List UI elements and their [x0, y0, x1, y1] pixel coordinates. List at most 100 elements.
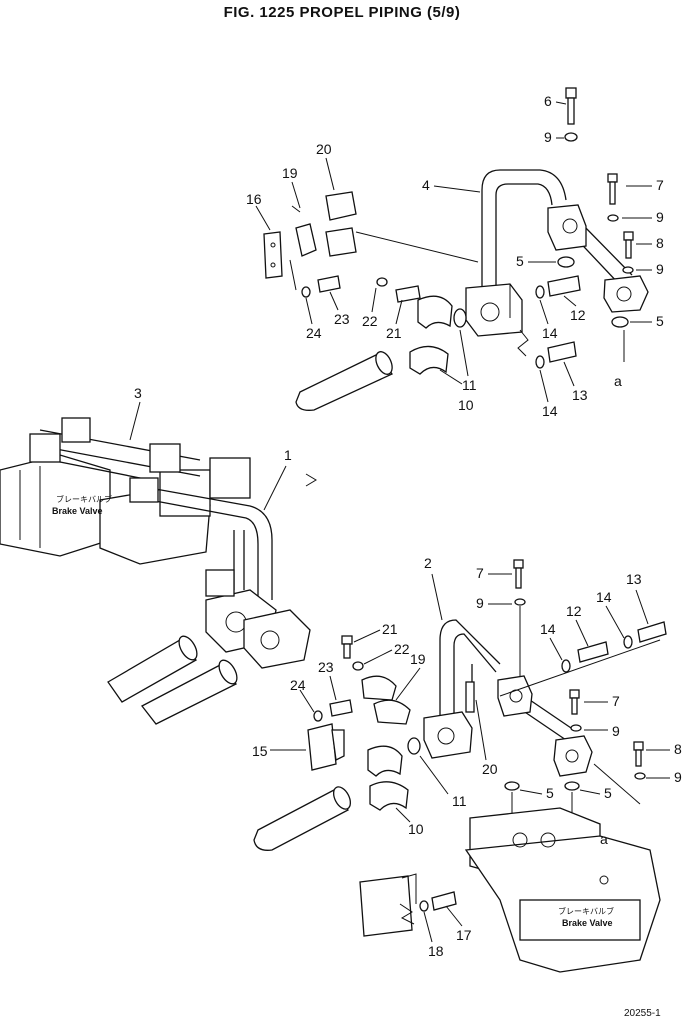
svg-text:5: 5 [656, 313, 664, 329]
point-a-top: a [614, 373, 622, 389]
svg-text:5: 5 [516, 253, 524, 269]
svg-text:22: 22 [362, 313, 378, 329]
bracket-20-bottom [465, 681, 487, 761]
svg-text:19: 19 [282, 165, 298, 181]
svg-text:6: 6 [544, 93, 552, 109]
bolt-7-bottom-a [513, 559, 524, 589]
washer-18 [419, 900, 429, 912]
bolt-8-top [623, 231, 634, 259]
svg-text:20: 20 [482, 761, 498, 777]
bolt-7-top [607, 173, 618, 205]
svg-text:14: 14 [596, 589, 612, 605]
svg-text:5: 5 [604, 785, 612, 801]
flange-end-right [603, 275, 649, 313]
brake-valve-label-jp-left: ブレーキバルブ [56, 494, 112, 504]
svg-text:21: 21 [382, 621, 398, 637]
bracket-bottom-left [359, 873, 417, 937]
washer-9-bottom-a [514, 598, 526, 606]
bracket-16 [263, 231, 283, 279]
washer-9-top-a [607, 214, 619, 222]
svg-text:15: 15 [252, 743, 268, 759]
split-flange-10-top [409, 295, 453, 375]
clamp-19-bottom [361, 675, 411, 725]
svg-text:14: 14 [542, 403, 558, 419]
figure-code: 20255-1 [624, 1008, 661, 1019]
washer-9-bottom-c [634, 772, 646, 780]
svg-text:4: 4 [422, 177, 430, 193]
clamp-20-top [325, 191, 479, 263]
oring-5-bottom-b [564, 781, 580, 791]
washer-14-top-b [535, 355, 545, 369]
svg-text:8: 8 [656, 235, 664, 251]
bolt-21-top [395, 285, 421, 303]
bolt-6 [565, 87, 577, 125]
bolt-7-bottom-b [569, 689, 580, 715]
flange-4 [465, 283, 523, 337]
washer-24-bottom [313, 710, 323, 722]
svg-text:19: 19 [410, 651, 426, 667]
flange-end-bottom [553, 735, 593, 777]
svg-text:3: 3 [134, 385, 142, 401]
svg-text:17: 17 [456, 927, 472, 943]
svg-text:9: 9 [476, 595, 484, 611]
bolt-13-top [547, 341, 577, 363]
bolt-12-top [547, 275, 581, 297]
washer-14-bottom-a [561, 659, 571, 673]
oring-5-bottom-a [504, 781, 520, 791]
brake-valve-label-jp-bottom: ブレーキバルブ [558, 906, 614, 916]
brake-valve-left [0, 454, 251, 565]
svg-text:11: 11 [462, 377, 477, 393]
washer-9-top-b [622, 266, 634, 274]
washer-24-top [301, 286, 311, 298]
washer-9-bottom-b [570, 724, 582, 732]
svg-text:12: 12 [566, 603, 582, 619]
svg-text:14: 14 [540, 621, 556, 637]
svg-text:14: 14 [542, 325, 558, 341]
bolt-23-bottom [329, 699, 353, 717]
oring-5-top-a [557, 256, 575, 268]
split-flange-10-bottom [367, 745, 409, 811]
bracket-19-top [289, 205, 317, 291]
svg-text:7: 7 [656, 177, 664, 193]
bolt-12-bottom [577, 641, 609, 663]
svg-text:21: 21 [386, 325, 402, 341]
svg-text:24: 24 [306, 325, 322, 341]
callouts: 6 9 4 20 19 16 7 9 8 9 5 5 a 24 23 22 21… [129, 93, 682, 959]
svg-text:8: 8 [674, 741, 682, 757]
svg-text:23: 23 [318, 659, 334, 675]
svg-text:9: 9 [612, 723, 620, 739]
oring-5-top-b [611, 316, 629, 328]
hose-top [295, 351, 393, 411]
svg-text:13: 13 [626, 571, 642, 587]
washer-22-bottom [352, 661, 364, 671]
svg-text:1: 1 [284, 447, 292, 463]
pipe-clamps-left [29, 417, 181, 503]
svg-text:2: 2 [424, 555, 432, 571]
figure-title: FIG. 1225 PROPEL PIPING (5/9) [223, 4, 461, 21]
hoses-left [107, 635, 238, 725]
bolt-23-top [317, 275, 341, 293]
svg-text:9: 9 [674, 769, 682, 785]
svg-text:13: 13 [572, 387, 588, 403]
washer-14-bottom-b [623, 635, 633, 649]
svg-text:9: 9 [656, 261, 664, 277]
brake-valve-bottom [464, 807, 661, 973]
brake-valve-label-en-bottom: Brake Valve [562, 918, 613, 928]
svg-text:23: 23 [334, 311, 350, 327]
svg-text:11: 11 [452, 793, 467, 809]
pipe-clamp-block-bottom [497, 675, 533, 717]
washer-22-top [376, 277, 388, 287]
bolt-8-bottom [633, 741, 644, 767]
bolt-17 [431, 891, 457, 911]
hose-bottom [253, 786, 352, 851]
pipe-clamp-block [547, 204, 587, 251]
svg-text:9: 9 [656, 209, 664, 225]
bolt-13-bottom [637, 621, 667, 643]
svg-text:9: 9 [544, 129, 552, 145]
svg-text:7: 7 [476, 565, 484, 581]
svg-text:7: 7 [612, 693, 620, 709]
bolt-21-bottom [341, 635, 353, 659]
brake-valve-label-en-left: Brake Valve [52, 506, 103, 516]
point-a-bottom: a [600, 831, 608, 847]
